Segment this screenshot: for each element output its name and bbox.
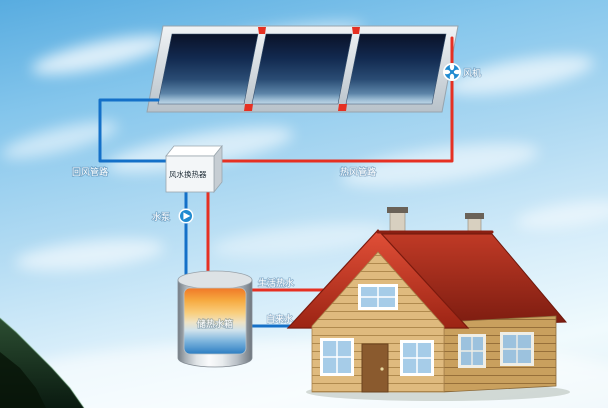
pipe-return-air (98, 98, 168, 163)
label-tap-water: 自来水 (266, 313, 293, 324)
storage-tank: 储热水箱 (177, 270, 253, 368)
solar-collector-array (146, 25, 459, 113)
collector-panel-3 (345, 33, 447, 105)
mountain (0, 317, 85, 408)
collector-panel-2 (251, 33, 353, 105)
house-window-right-2 (500, 332, 534, 366)
house-illustration (286, 207, 570, 401)
label-water-pump: 水泵 (152, 211, 170, 222)
collector-manifold-top-1 (258, 27, 266, 34)
heat-exchanger-box: 风水换热器 (165, 144, 223, 194)
label-storage-tank: 储热水箱 (197, 318, 233, 329)
collector-manifold-top-2 (352, 27, 360, 34)
house-window-right-1 (458, 334, 486, 368)
label-heat-exchanger: 风水换热器 (169, 169, 207, 179)
house-window-front-2 (400, 340, 434, 376)
house-window-attic (358, 284, 398, 310)
fan-icon (443, 63, 461, 81)
label-return-air-pipe: 回风管路 (72, 166, 108, 177)
collector-manifold-bottom-1 (244, 104, 253, 111)
collector-panel-1 (157, 33, 259, 105)
house-door (361, 343, 389, 393)
label-hot-air-pipe: 热风管路 (340, 166, 376, 177)
pump-icon (178, 208, 194, 224)
label-fan: 风机 (463, 67, 481, 78)
collector-manifold-bottom-2 (338, 104, 347, 111)
house-window-front-1 (320, 338, 354, 376)
label-domestic-hot-water: 生活热水 (258, 277, 294, 288)
